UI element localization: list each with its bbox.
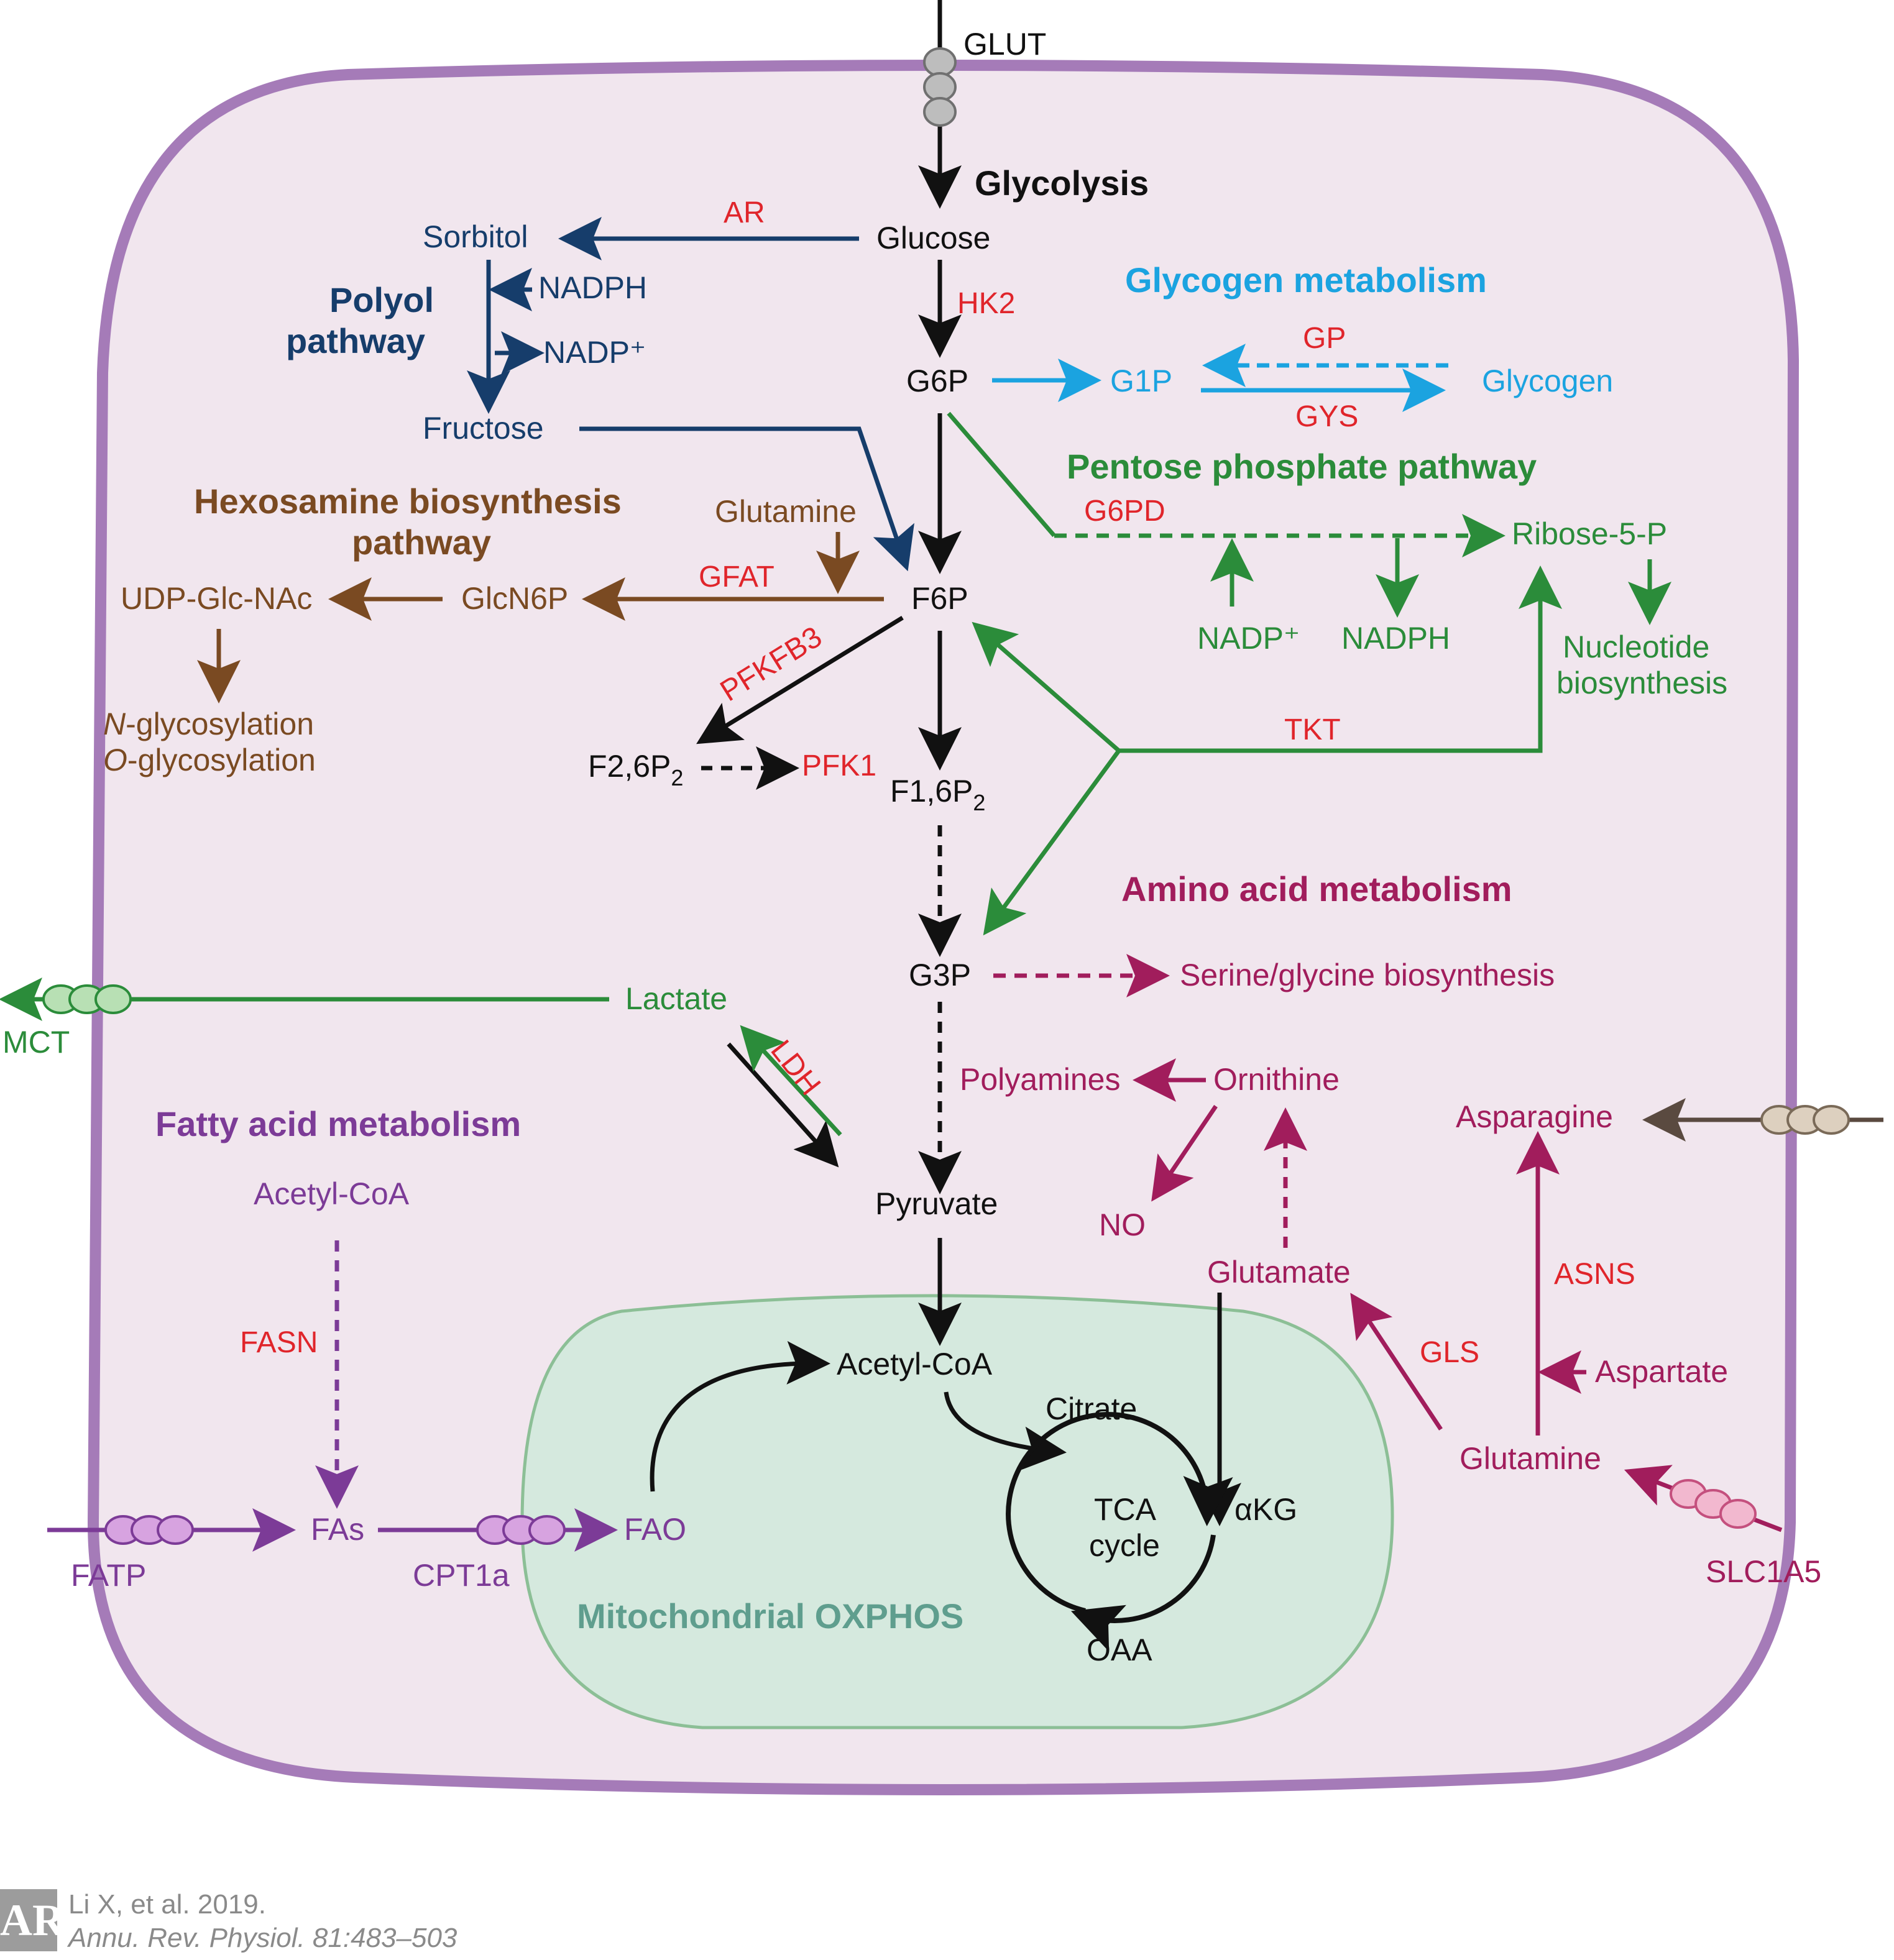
nucleotide-label-1: Nucleotide: [1563, 630, 1709, 664]
hexosamine-title-2: pathway: [352, 523, 491, 562]
mct-transporter: [42, 984, 132, 1014]
mct-label: MCT: [2, 1025, 70, 1060]
n-glycosylation-label: N-glycosylation: [103, 707, 314, 741]
serine-label: Serine/glycine biosynthesis: [1180, 958, 1555, 992]
asparagine-transporter: [1760, 1105, 1850, 1135]
hk2-label: HK2: [957, 287, 1015, 320]
asns-label: ASNS: [1554, 1258, 1635, 1291]
glutamate-label: Glutamate: [1207, 1255, 1351, 1289]
f6p-to-f26p2-arrow: [696, 616, 904, 744]
tkt-to-f6p-arrow: [972, 621, 1121, 753]
tkt-ribose-arrow: [1119, 566, 1562, 753]
gys-label: GYS: [1295, 400, 1358, 433]
cpt1a-label: CPT1a: [413, 1558, 510, 1593]
tca-label-1: TCA: [1094, 1492, 1157, 1527]
citrate-label: Citrate: [1046, 1391, 1137, 1426]
amino-title: Amino acid metabolism: [1121, 869, 1512, 909]
ribose-label: Ribose-5-P: [1512, 516, 1667, 551]
gfat-label: GFAT: [699, 561, 775, 593]
lactate-label: Lactate: [625, 981, 727, 1016]
tkt-to-g3p-arrow: [983, 749, 1121, 936]
slc1a5-label: SLC1A5: [1706, 1554, 1821, 1589]
f16p2-label: F1,6P2: [890, 774, 985, 815]
fatp-transporter: [104, 1515, 194, 1545]
glcn6p-label: GlcN6P: [461, 581, 568, 616]
cpt1a-transporter: [476, 1515, 566, 1545]
citation-text: Li X, et al. 2019.: [68, 1889, 266, 1920]
akg-label: αKG: [1234, 1492, 1297, 1527]
mito-title: Mitochondrial OXPHOS: [577, 1596, 963, 1636]
pyruvate-label: Pyruvate: [875, 1186, 998, 1221]
g6p-label: G6P: [906, 364, 968, 398]
hex-glutamine-label: Glutamine: [715, 494, 857, 529]
publisher-logo: AR: [0, 1895, 65, 1945]
aspartate-label: Aspartate: [1595, 1354, 1728, 1389]
ar-label: AR: [724, 196, 765, 229]
fao-to-acetyl-arrow: [650, 1340, 830, 1492]
g6pd-label: G6PD: [1084, 495, 1165, 528]
fructose-label: Fructose: [423, 411, 544, 446]
gp-label: GP: [1303, 322, 1346, 355]
fao-label: FAO: [624, 1512, 686, 1547]
fas-label: FAs: [311, 1512, 364, 1547]
hexosamine-title-1: Hexosamine biosynthesis: [194, 482, 622, 521]
g3p-label: G3P: [909, 958, 971, 992]
tca-label-2: cycle: [1089, 1528, 1160, 1563]
f6p-label: F6P: [911, 581, 968, 616]
fatp-label: FATP: [71, 1558, 146, 1593]
f26p2-label: F2,6P2: [588, 749, 683, 790]
fructose-to-f6p-arrow: [579, 426, 914, 572]
mito-acetyl-label: Acetyl-CoA: [837, 1347, 993, 1381]
polyol-nadp-label: NADP⁺: [543, 335, 646, 370]
polyamines-label: Polyamines: [960, 1062, 1120, 1097]
ornithine-to-no-arrow: [1151, 1105, 1218, 1202]
publisher-logo-box: [0, 1889, 57, 1951]
asparagine-label: Asparagine: [1456, 1099, 1613, 1134]
gls-label: GLS: [1420, 1336, 1479, 1369]
aa-glutamine-label: Glutamine: [1460, 1441, 1601, 1476]
glut-label: GLUT: [963, 27, 1046, 62]
glycolysis-title: Glycolysis: [975, 163, 1149, 203]
polyol-nadph-label: NADPH: [538, 270, 647, 305]
udp-label: UDP-Glc-NAc: [121, 581, 312, 616]
ppp-nadp-label: NADP⁺: [1197, 621, 1300, 656]
fasn-label: FASN: [240, 1326, 318, 1359]
fatty-title: Fatty acid metabolism: [155, 1104, 521, 1143]
glycogen-label: Glycogen: [1482, 364, 1613, 398]
tca-cycle-ring-lower: [1070, 1534, 1216, 1652]
fatty-acetyl-label: Acetyl-CoA: [254, 1176, 410, 1211]
oaa-label: OAA: [1087, 1633, 1152, 1667]
polyol-title-1: Polyol: [329, 280, 434, 319]
g6p-to-ppp-line: [947, 411, 1056, 538]
glycogen-title: Glycogen metabolism: [1125, 260, 1487, 300]
journal-text: Annu. Rev. Physiol. 81:483–503: [68, 1923, 457, 1953]
pyruvate-to-lactate-arrow: [740, 1025, 842, 1137]
glucose-label: Glucose: [876, 221, 990, 255]
pfk1-label: PFK1: [802, 749, 876, 782]
ppp-nadph-label: NADPH: [1341, 621, 1450, 656]
sorbitol-label: Sorbitol: [423, 219, 528, 254]
ppp-title: Pentose phosphate pathway: [1067, 447, 1537, 486]
polyol-title-2: pathway: [286, 321, 425, 360]
tkt-label: TKT: [1284, 713, 1341, 746]
glut-transporter: [923, 47, 957, 127]
ornithine-label: Ornithine: [1213, 1062, 1340, 1097]
o-glycosylation-label: O-glycosylation: [103, 743, 316, 777]
tca-cycle-ring: [1006, 1412, 1233, 1613]
slc1a5-transporter: [1670, 1479, 1757, 1529]
no-label: NO: [1099, 1207, 1146, 1242]
glutamine-to-glutamate-arrow: [1350, 1293, 1443, 1431]
nucleotide-label-2: biosynthesis: [1556, 666, 1727, 700]
g1p-label: G1P: [1110, 364, 1172, 398]
